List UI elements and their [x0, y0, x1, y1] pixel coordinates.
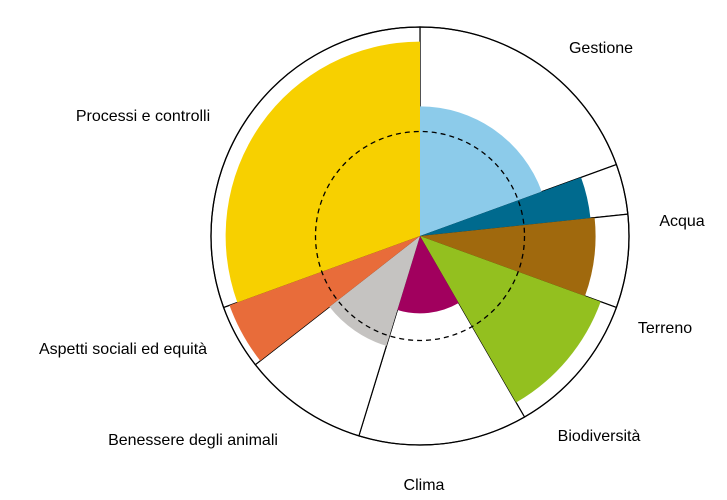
label-terreno: Terreno: [638, 320, 692, 337]
category-labels: Gestione Acqua Terreno Biodiversità Clim…: [39, 40, 705, 494]
label-processi: Processi e controlli: [76, 108, 210, 125]
sector-aspetti-sociali-ed-equita: [229, 236, 420, 361]
label-benessere: Benessere degli animali: [108, 432, 278, 449]
label-acqua: Acqua: [659, 213, 704, 230]
sector-gestione: [420, 106, 542, 236]
label-aspetti-sociali: Aspetti sociali ed equità: [39, 341, 207, 358]
sector-clima: [397, 236, 459, 314]
sector-acqua: [420, 177, 591, 236]
data-sectors: [225, 41, 601, 403]
sector-benessere-degli-animali: [329, 236, 420, 346]
sector-processi-e-controlli: [225, 41, 420, 303]
sector-biodiversita: [420, 236, 601, 403]
label-biodiversita: Biodiversità: [558, 428, 641, 445]
reference-circle: [314, 130, 526, 342]
outer-circle: [210, 26, 630, 446]
label-gestione: Gestione: [569, 40, 633, 57]
label-clima: Clima: [404, 477, 445, 494]
sector-terreno: [420, 217, 596, 297]
